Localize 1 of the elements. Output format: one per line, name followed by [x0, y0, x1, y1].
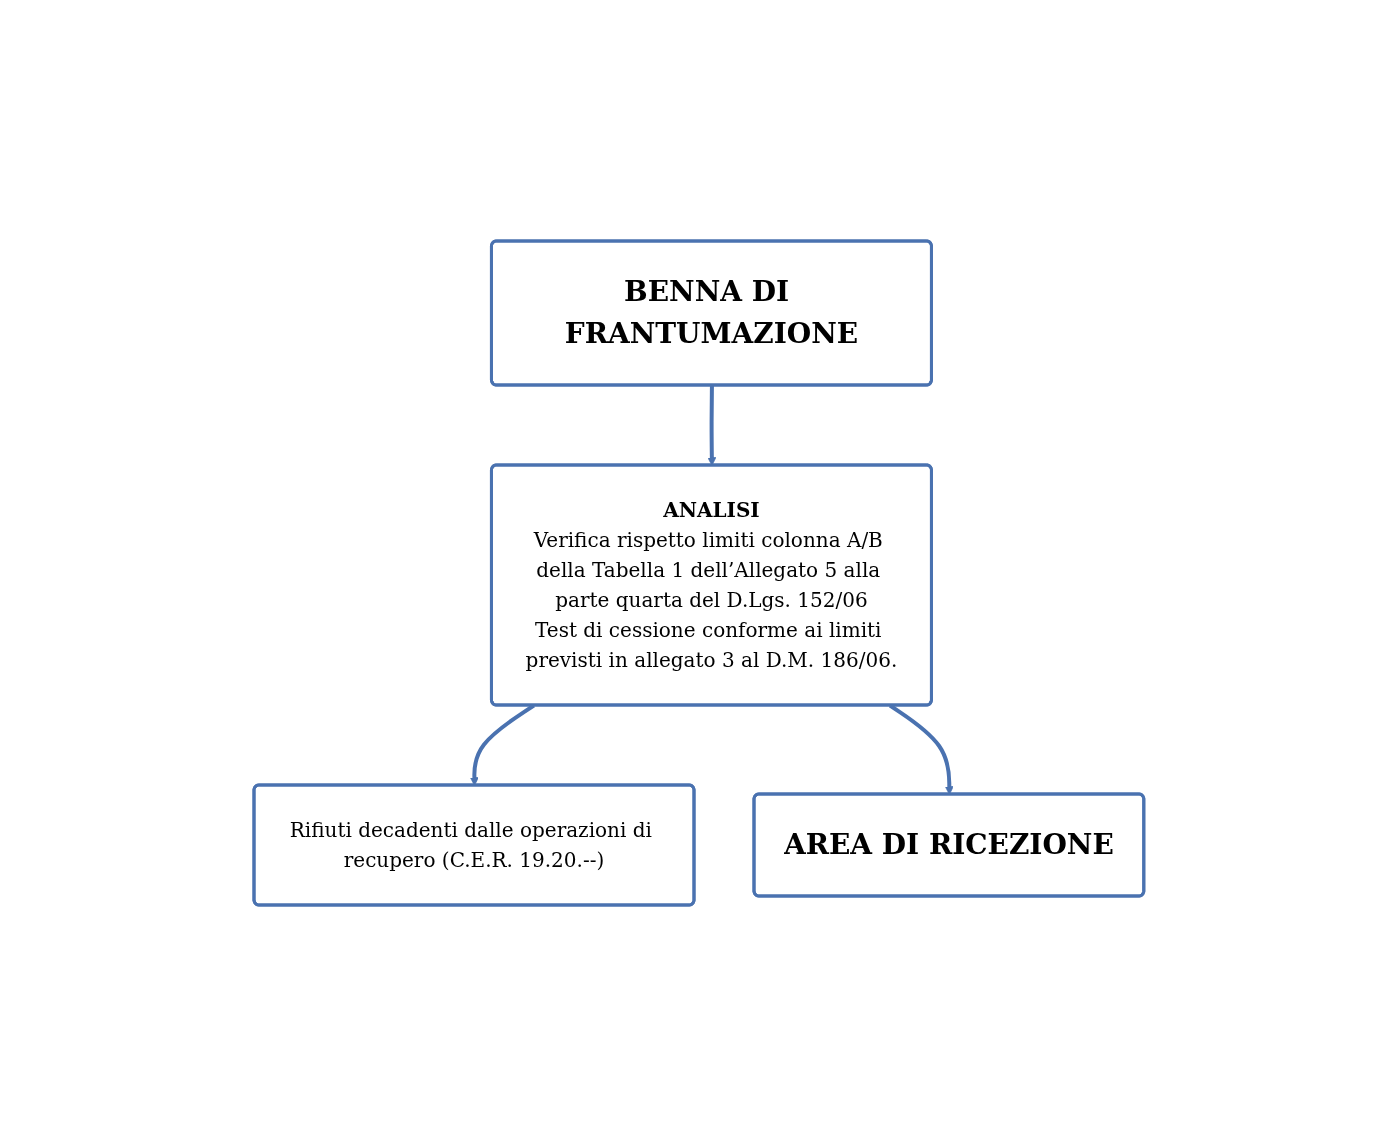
arrow [707, 385, 717, 466]
